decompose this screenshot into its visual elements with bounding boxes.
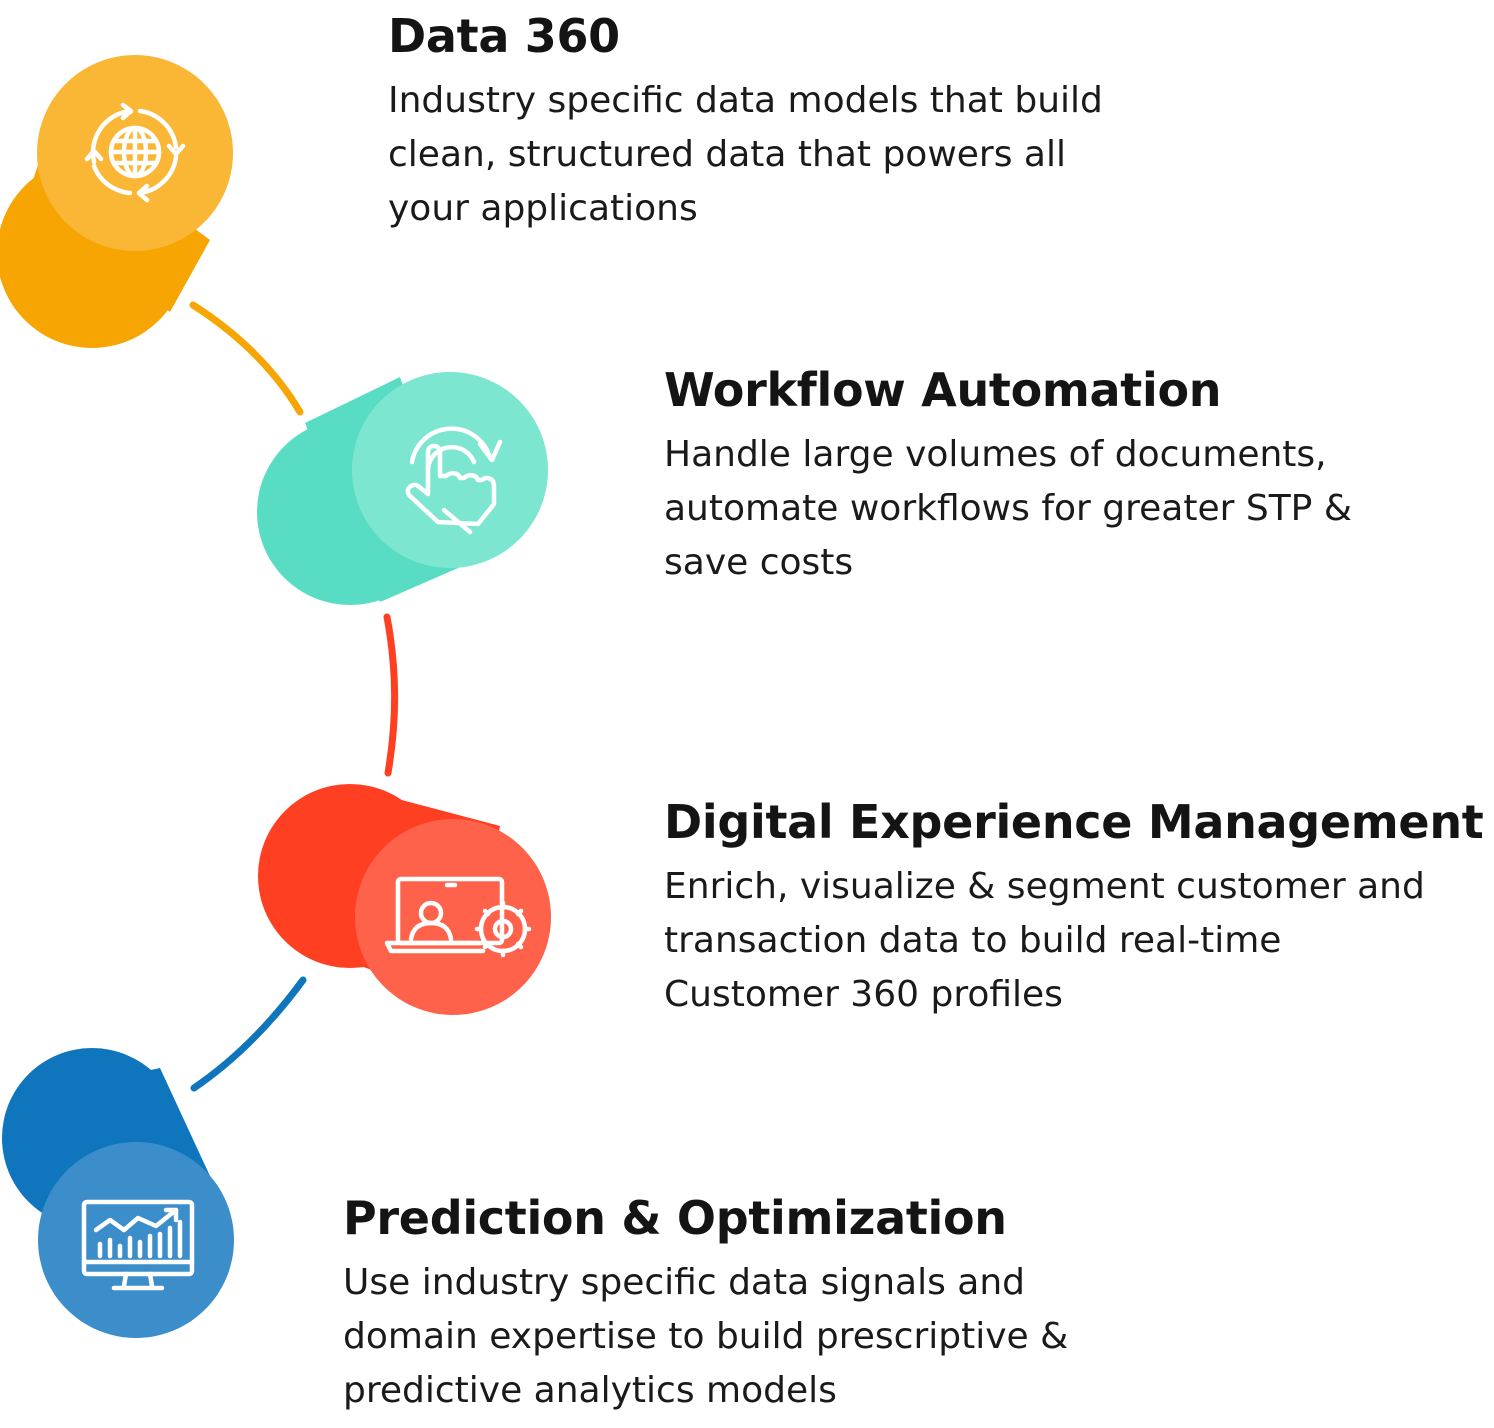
step-title: Prediction & Optimization [343,1191,1007,1245]
step-description: Handle large volumes of documents, autom… [664,434,1352,583]
step-workflow-automation: Workflow Automation Handle large volumes… [664,362,1352,590]
step-description: Enrich, visualize & segment customer and… [664,866,1425,1015]
node-digital-experience [258,784,551,1015]
node-prediction-optimization [2,1048,234,1338]
step-digital-experience: Digital Experience Management Enrich, vi… [664,794,1484,1022]
step-title: Digital Experience Management [664,795,1484,849]
step-description: Industry specific data models that build… [388,80,1103,229]
globe-cycle-icon [84,102,186,203]
hand-tap-refresh-icon [405,426,503,535]
connector-blue [190,976,307,1092]
step-title: Workflow Automation [664,363,1222,417]
node-workflow-automation [257,372,548,605]
step-description: Use industry specific data signals and d… [343,1262,1069,1411]
node-data-360 [0,55,233,348]
monitor-analytics-icon [81,1199,195,1291]
step-prediction-optimization: Prediction & Optimization Use industry s… [343,1190,1068,1418]
step-data-360: Data 360 Industry specific data models t… [388,8,1103,236]
connector-orange [189,301,304,416]
connector-red [383,613,399,777]
step-title: Data 360 [388,9,620,63]
laptop-user-gear-icon [384,876,532,958]
